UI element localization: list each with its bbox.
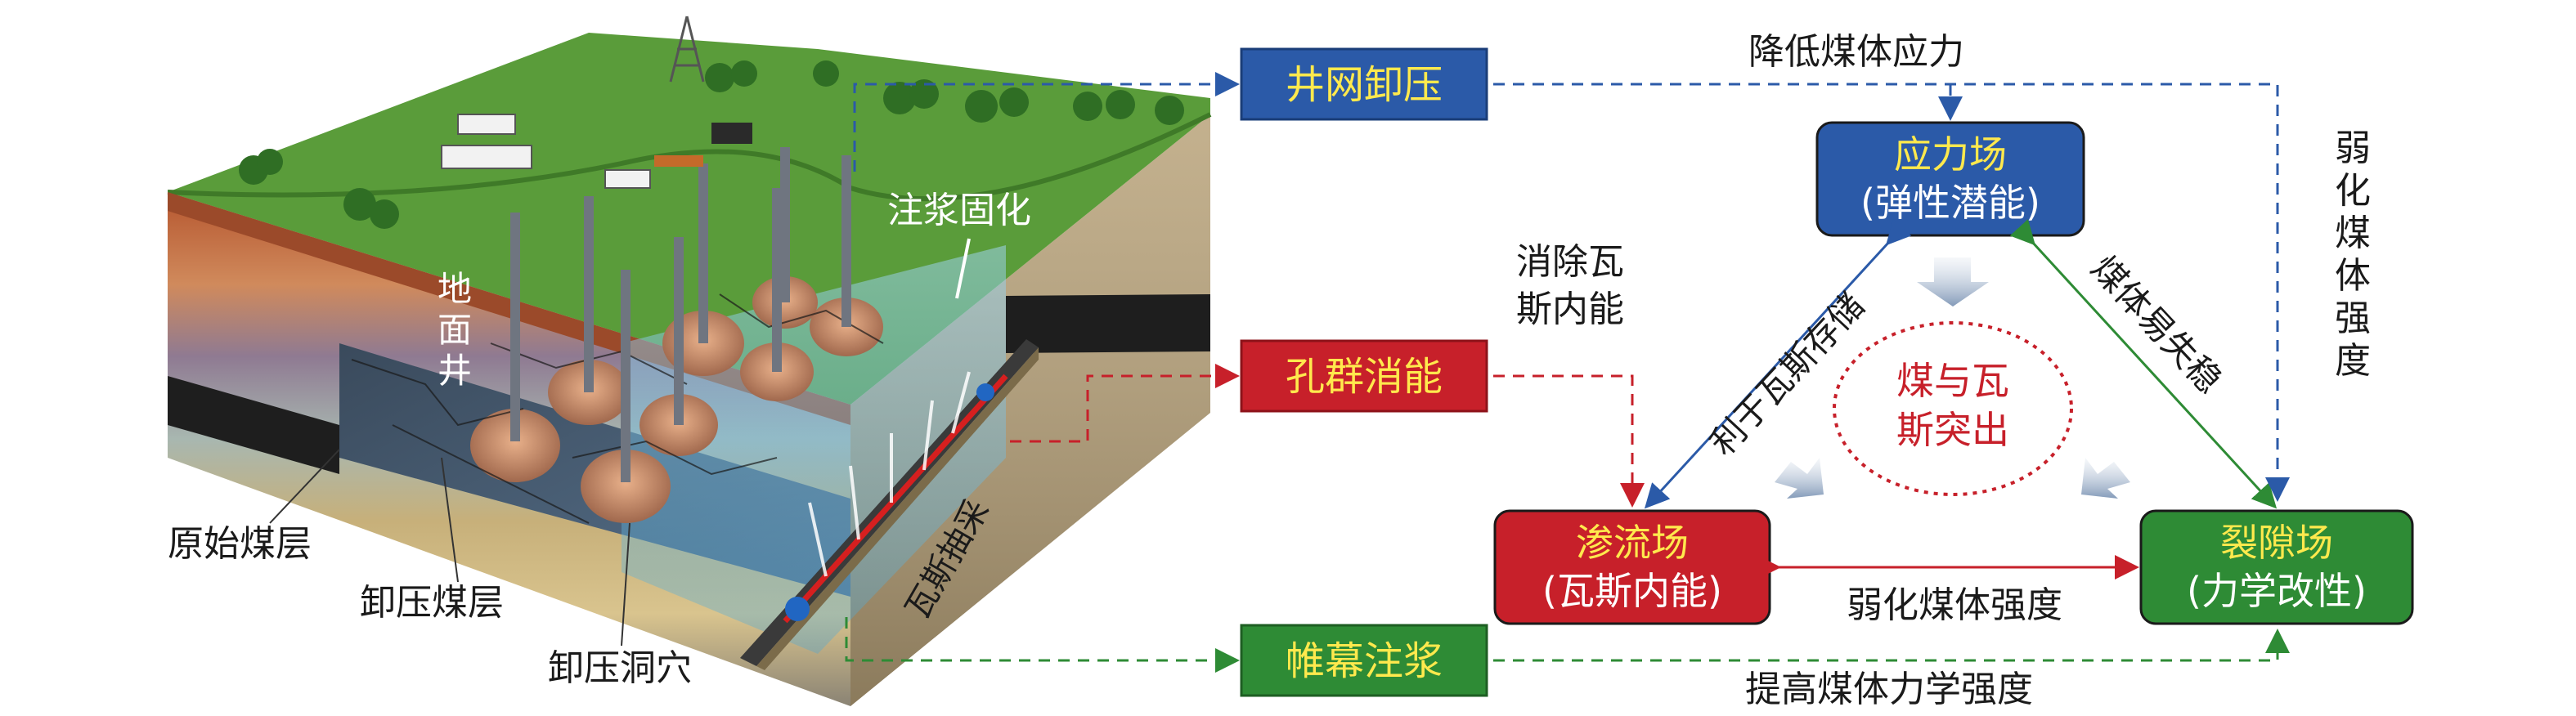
box-fracture-field: 裂隙场 (力学改性) (2141, 511, 2412, 624)
seepage-field-name: 渗流场 (1576, 521, 1689, 565)
box-stress-field: 应力场 (弹性潜能) (1817, 123, 2084, 235)
label-relieved-seam: 卸压煤层 (360, 582, 504, 624)
geology-block (168, 16, 1210, 706)
box-curtain-grout: 帷幕注浆 (1241, 625, 1487, 696)
outburst-line1: 煤与瓦 (1896, 359, 2009, 403)
measure-boxes: 井网卸压 孔群消能 帷幕注浆 (1241, 49, 1487, 696)
stress-field-sub: (弹性潜能) (1860, 181, 2040, 225)
box-well-network-text: 井网卸压 (1286, 62, 1443, 108)
edge-improve-strength: 提高煤体力学强度 (1745, 669, 2033, 710)
edge-reduce-stress: 降低煤体应力 (1748, 31, 1964, 73)
label-relief-cavity: 卸压洞穴 (548, 647, 692, 689)
original-coal-seam-right (1006, 294, 1210, 353)
edge-favor-gas-storage: 利于瓦斯存储 (1702, 285, 1872, 463)
edge-eliminate-gas-2: 斯内能 (1516, 289, 1624, 330)
label-original-seam: 原始煤层 (168, 523, 312, 565)
fracture-field-sub: (力学改性) (2187, 569, 2367, 613)
pump-unit (785, 597, 810, 621)
stress-field-name: 应力场 (1894, 132, 2007, 177)
arrow-from-stress (1917, 257, 1989, 307)
edge-weaken-strength: 弱化煤体强度 (1847, 584, 2062, 626)
fracture-field-name: 裂隙场 (2220, 521, 2333, 565)
seepage-field-sub: (瓦斯内能) (1542, 569, 1722, 613)
box-hole-group-text: 孔群消能 (1286, 354, 1443, 400)
center-outburst: 煤与瓦 斯突出 (1834, 323, 2071, 494)
label-grout-solidify: 注浆固化 (887, 190, 1031, 231)
edge-eliminate-gas-1: 消除瓦 (1516, 241, 1624, 283)
arrow-from-seepage (1775, 458, 1824, 499)
arrow-from-fracture (2081, 458, 2130, 499)
box-well-network: 井网卸压 (1241, 49, 1487, 119)
box-seepage-field: 渗流场 (瓦斯内能) (1495, 511, 1770, 624)
box-hole-group: 孔群消能 (1241, 341, 1487, 411)
box-curtain-grout-text: 帷幕注浆 (1286, 638, 1443, 684)
edge-weaken-right: 弱 化 煤 体 强 度 (2335, 128, 2382, 382)
outburst-line2: 斯突出 (1896, 408, 2009, 452)
